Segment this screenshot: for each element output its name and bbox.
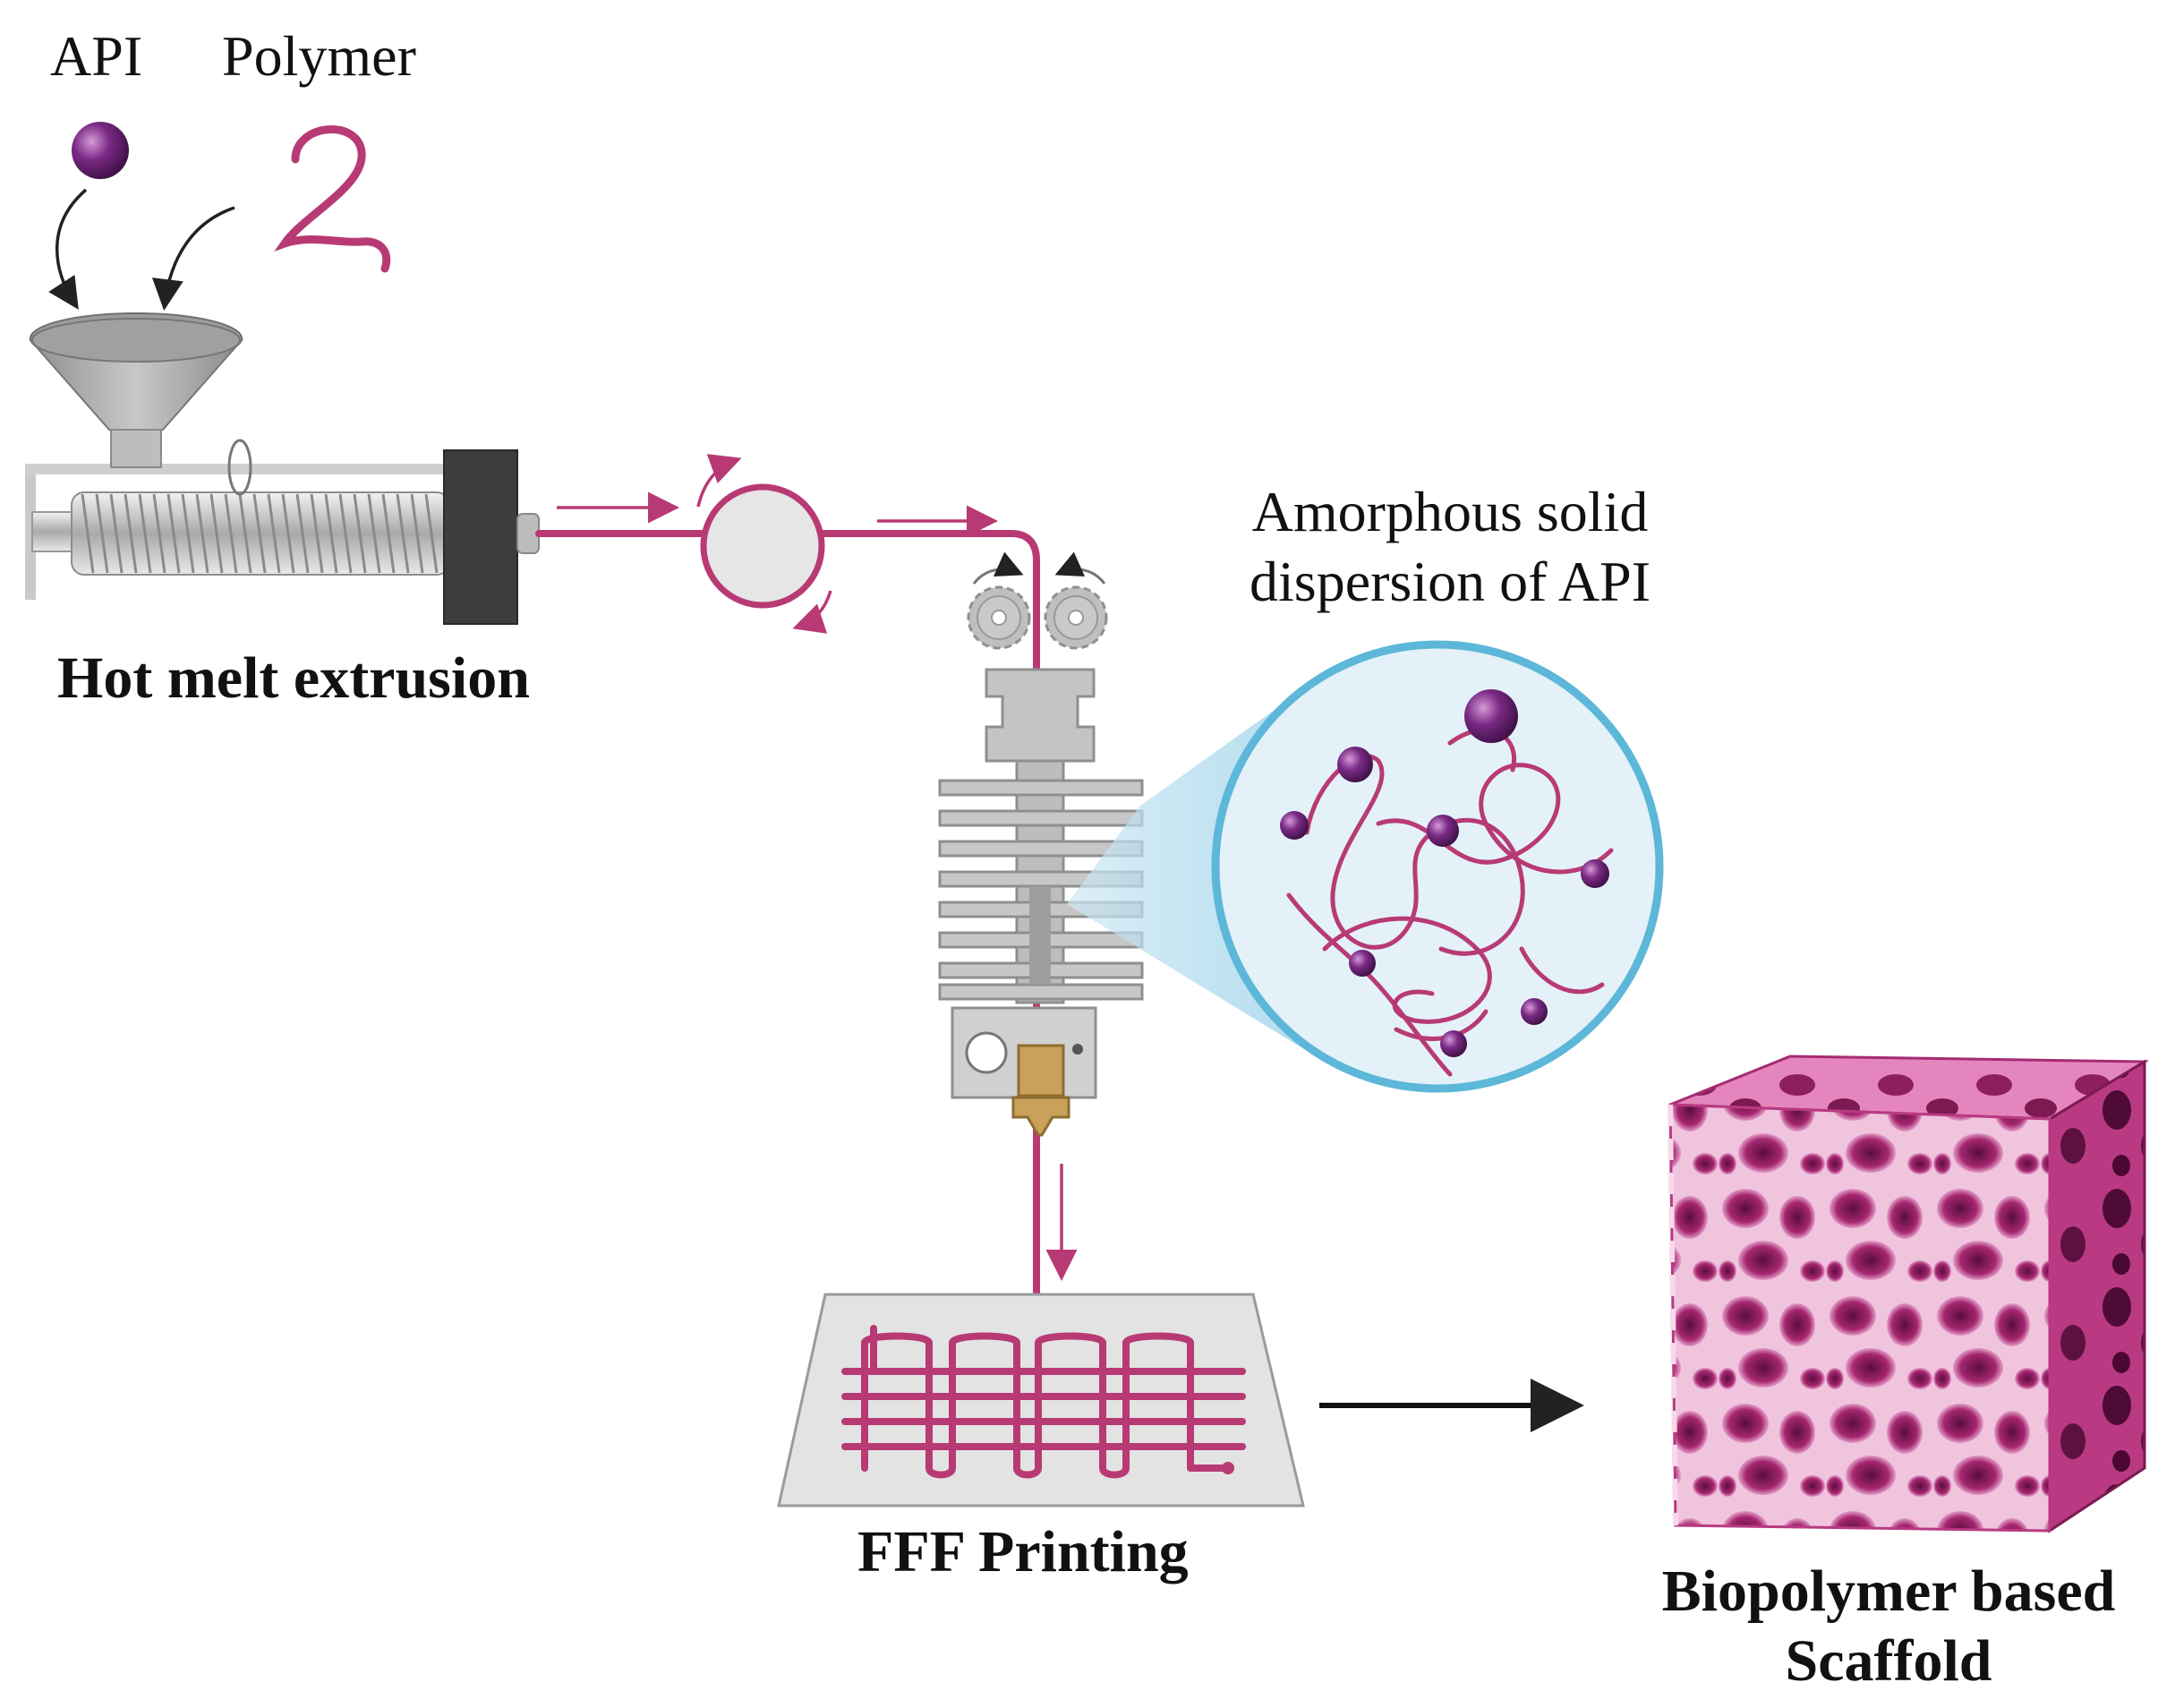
hot-melt-extruder [25,312,540,625]
input-arrows [48,188,235,311]
scaffold-label: Biopolymer based Scaffold [1638,1558,2139,1695]
nozzle-icon [1011,1044,1070,1137]
scaffold-label-line1: Biopolymer based [1661,1559,2116,1624]
gear-icon [967,585,1031,650]
hopper-icon [28,312,244,468]
hot-melt-extrusion-label: Hot melt extrusion [57,645,530,711]
amorphous-label-line1: Amorphous solid [1251,480,1649,543]
api-label: API [50,24,143,88]
build-plate [777,1293,1305,1507]
scaffold-icon [1668,1055,2150,1533]
api-particle-icon [72,122,129,179]
screw-icon [71,491,450,576]
gear-icon [1044,585,1108,650]
polymer-label: Polymer [222,24,416,88]
fff-printing-label: FFF Printing [857,1519,1189,1584]
amorphous-label: Amorphous solid dispersion of API [1190,479,1710,615]
zoom-inset [1067,640,1664,1093]
roller [696,454,832,634]
amorphous-label-line2: dispersion of API [1250,550,1650,613]
polymer-strand-icon [274,125,391,273]
scaffold-label-line2: Scaffold [1785,1628,1992,1694]
